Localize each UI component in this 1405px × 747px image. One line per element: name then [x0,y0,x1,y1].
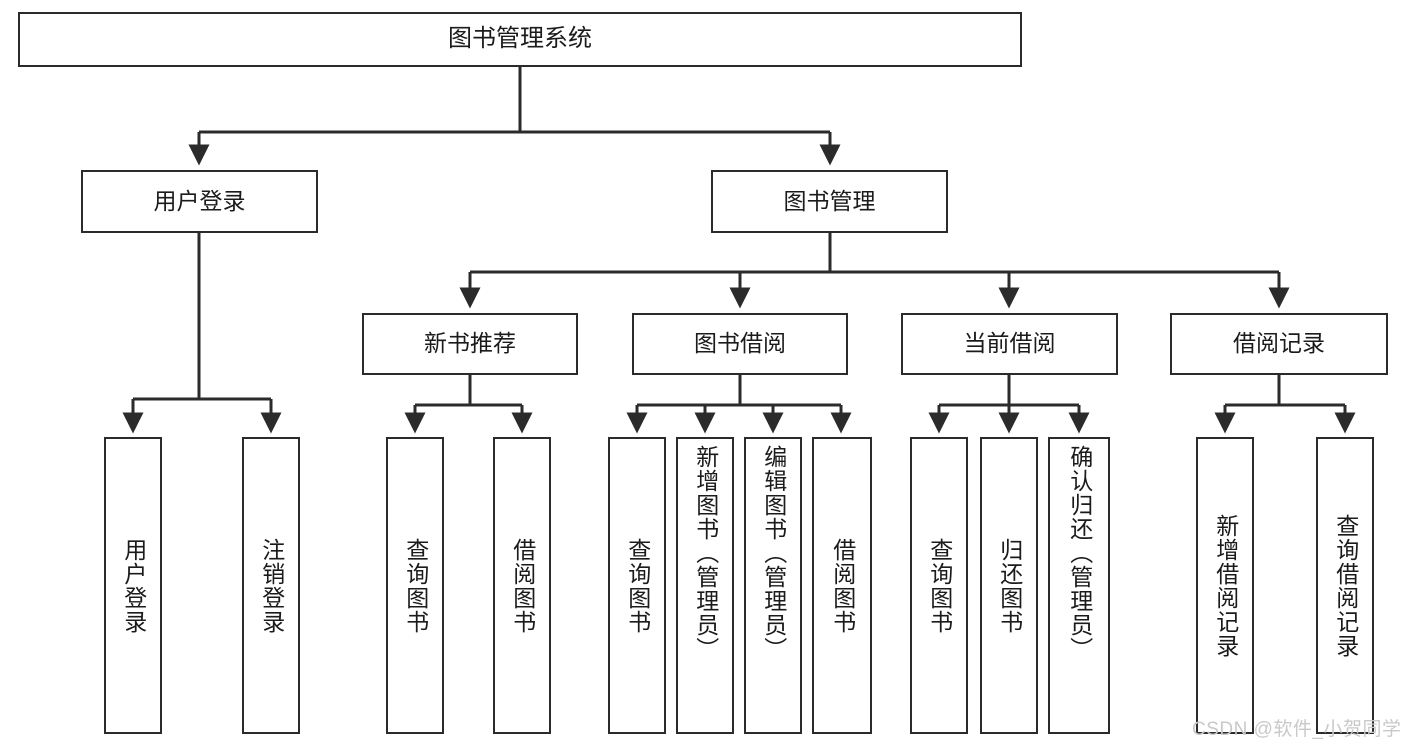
node-new-book-recommend[interactable]: 新书推荐 [362,313,578,375]
leaf-return-book[interactable]: 归还图书 [980,437,1038,734]
node-book-management-system[interactable]: 图书管理系统 [18,12,1022,67]
node-label: 查询图书 [624,537,651,634]
csdn-watermark: CSDN @软件_小贺同学 [1192,719,1402,740]
node-label: 当前借阅 [963,330,1056,357]
node-label: 新增借阅记录 [1212,513,1239,658]
node-label: 确认归还（管理员） [1066,445,1093,661]
node-label: 查询图书 [402,537,429,634]
leaf-edit-book-admin[interactable]: 编辑图书（管理员） [744,437,802,734]
node-label: 借阅记录 [1233,330,1325,357]
node-label: 新书推荐 [424,330,516,357]
node-label: 借阅图书 [509,537,536,634]
node-current-borrow[interactable]: 当前借阅 [901,313,1118,375]
node-label: 用户登录 [153,187,246,214]
leaf-logout-login[interactable]: 注销登录 [242,437,300,734]
node-label: 用户登录 [120,537,147,634]
node-user-login[interactable]: 用户登录 [81,170,318,233]
node-label: 注销登录 [258,537,285,634]
node-label: 新增图书（管理员） [692,445,719,661]
node-label: 图书借阅 [694,330,786,357]
node-book-manage[interactable]: 图书管理 [711,170,948,233]
node-label: 编辑图书（管理员） [760,445,787,661]
node-label: 查询借阅记录 [1332,513,1359,658]
leaf-query-book-current[interactable]: 查询图书 [910,437,968,734]
leaf-confirm-return-admin[interactable]: 确认归还（管理员） [1048,437,1110,734]
leaf-borrow-book-recommend[interactable]: 借阅图书 [493,437,551,734]
leaf-query-borrow-record[interactable]: 查询借阅记录 [1316,437,1374,734]
node-label: 查询图书 [926,537,953,634]
leaf-user-login[interactable]: 用户登录 [104,437,162,734]
node-label: 图书管理系统 [448,25,592,53]
leaf-query-book-recommend[interactable]: 查询图书 [386,437,444,734]
node-label: 图书管理 [783,187,876,214]
leaf-borrow-book-borrow[interactable]: 借阅图书 [812,437,872,734]
node-label: 归还图书 [996,537,1023,634]
node-book-borrow[interactable]: 图书借阅 [632,313,848,375]
node-label: 借阅图书 [829,537,856,634]
leaf-query-book-borrow[interactable]: 查询图书 [608,437,666,734]
leaf-add-book-admin[interactable]: 新增图书（管理员） [676,437,734,734]
leaf-add-borrow-record[interactable]: 新增借阅记录 [1196,437,1254,734]
node-borrow-record[interactable]: 借阅记录 [1170,313,1388,375]
